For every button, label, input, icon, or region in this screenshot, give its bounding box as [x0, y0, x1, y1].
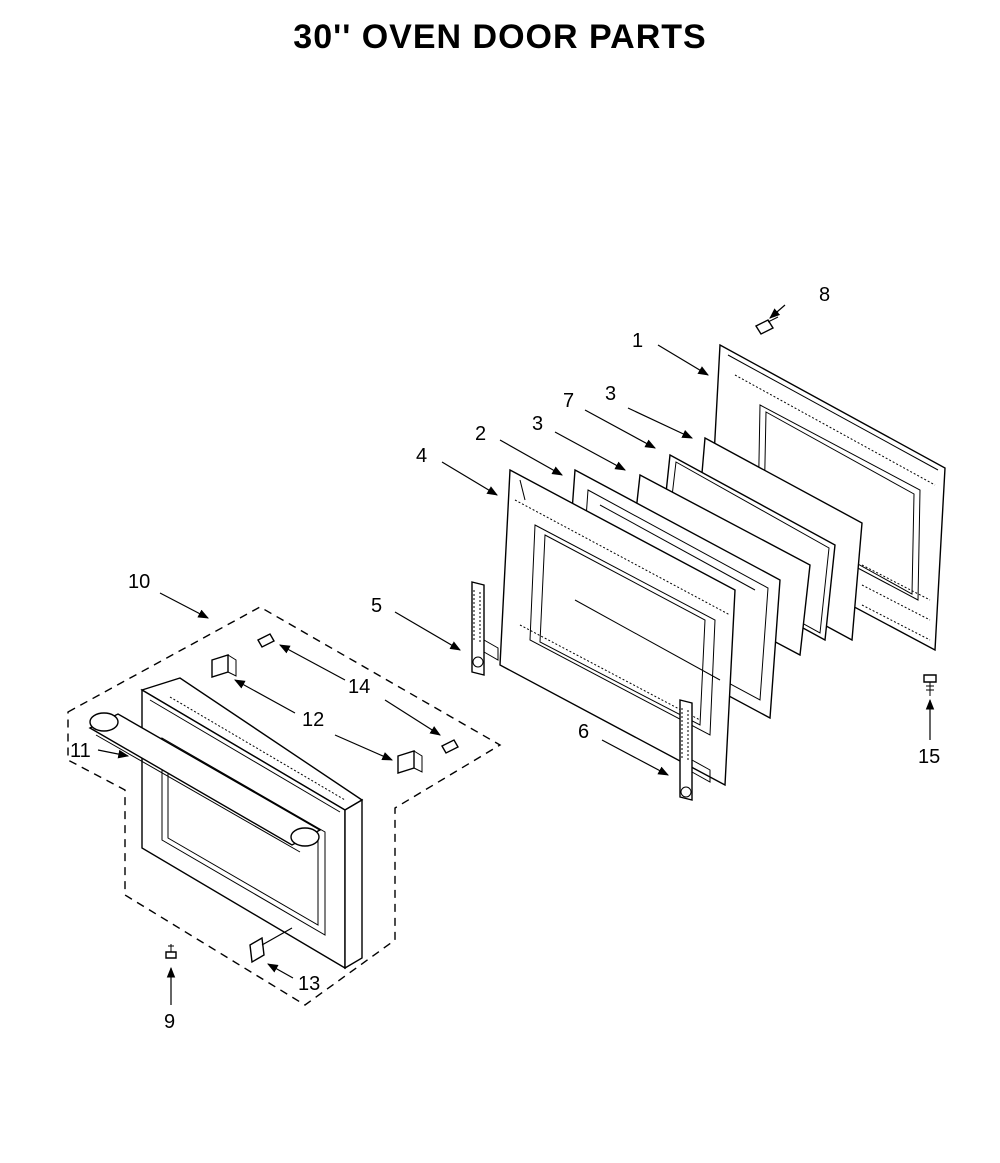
callout-13: 13 [298, 973, 320, 995]
part-14-screws [257, 633, 459, 754]
part-13-clip [249, 936, 265, 964]
leader-arrows [97, 304, 935, 1005]
callout-9: 9 [164, 1011, 175, 1033]
callout-2: 2 [475, 423, 486, 445]
part-5-left-hinge [471, 581, 499, 676]
part-12-brackets [211, 654, 423, 774]
part-15-screw [923, 674, 937, 696]
callout-12: 12 [302, 709, 324, 731]
callout-5: 5 [371, 595, 382, 617]
callout-1: 1 [632, 330, 643, 352]
part-11-handle [88, 712, 322, 853]
callout-3-front: 3 [532, 413, 543, 435]
callout-6: 6 [578, 721, 589, 743]
callout-10: 10 [128, 571, 150, 593]
part-1-outer-door-panel [709, 343, 946, 652]
callout-15: 15 [918, 746, 940, 768]
callout-14: 14 [348, 676, 370, 698]
callout-11: 11 [70, 740, 91, 762]
callout-4: 4 [416, 445, 427, 467]
callout-8: 8 [819, 284, 830, 306]
part-9-screw [165, 944, 177, 959]
assembly-outline-dashed [67, 606, 502, 1006]
part-6-right-hinge [679, 699, 711, 801]
diagram-title: 30'' OVEN DOOR PARTS [293, 18, 707, 56]
callout-labels: 1 2 3 3 4 5 6 7 8 9 10 11 12 13 14 15 [70, 284, 940, 1033]
callout-7: 7 [563, 390, 574, 412]
callout-3-rear: 3 [605, 383, 616, 405]
part-10-door-front [140, 677, 364, 970]
part-8-screw [754, 316, 779, 335]
part-4-inner-door-liner [499, 468, 736, 787]
